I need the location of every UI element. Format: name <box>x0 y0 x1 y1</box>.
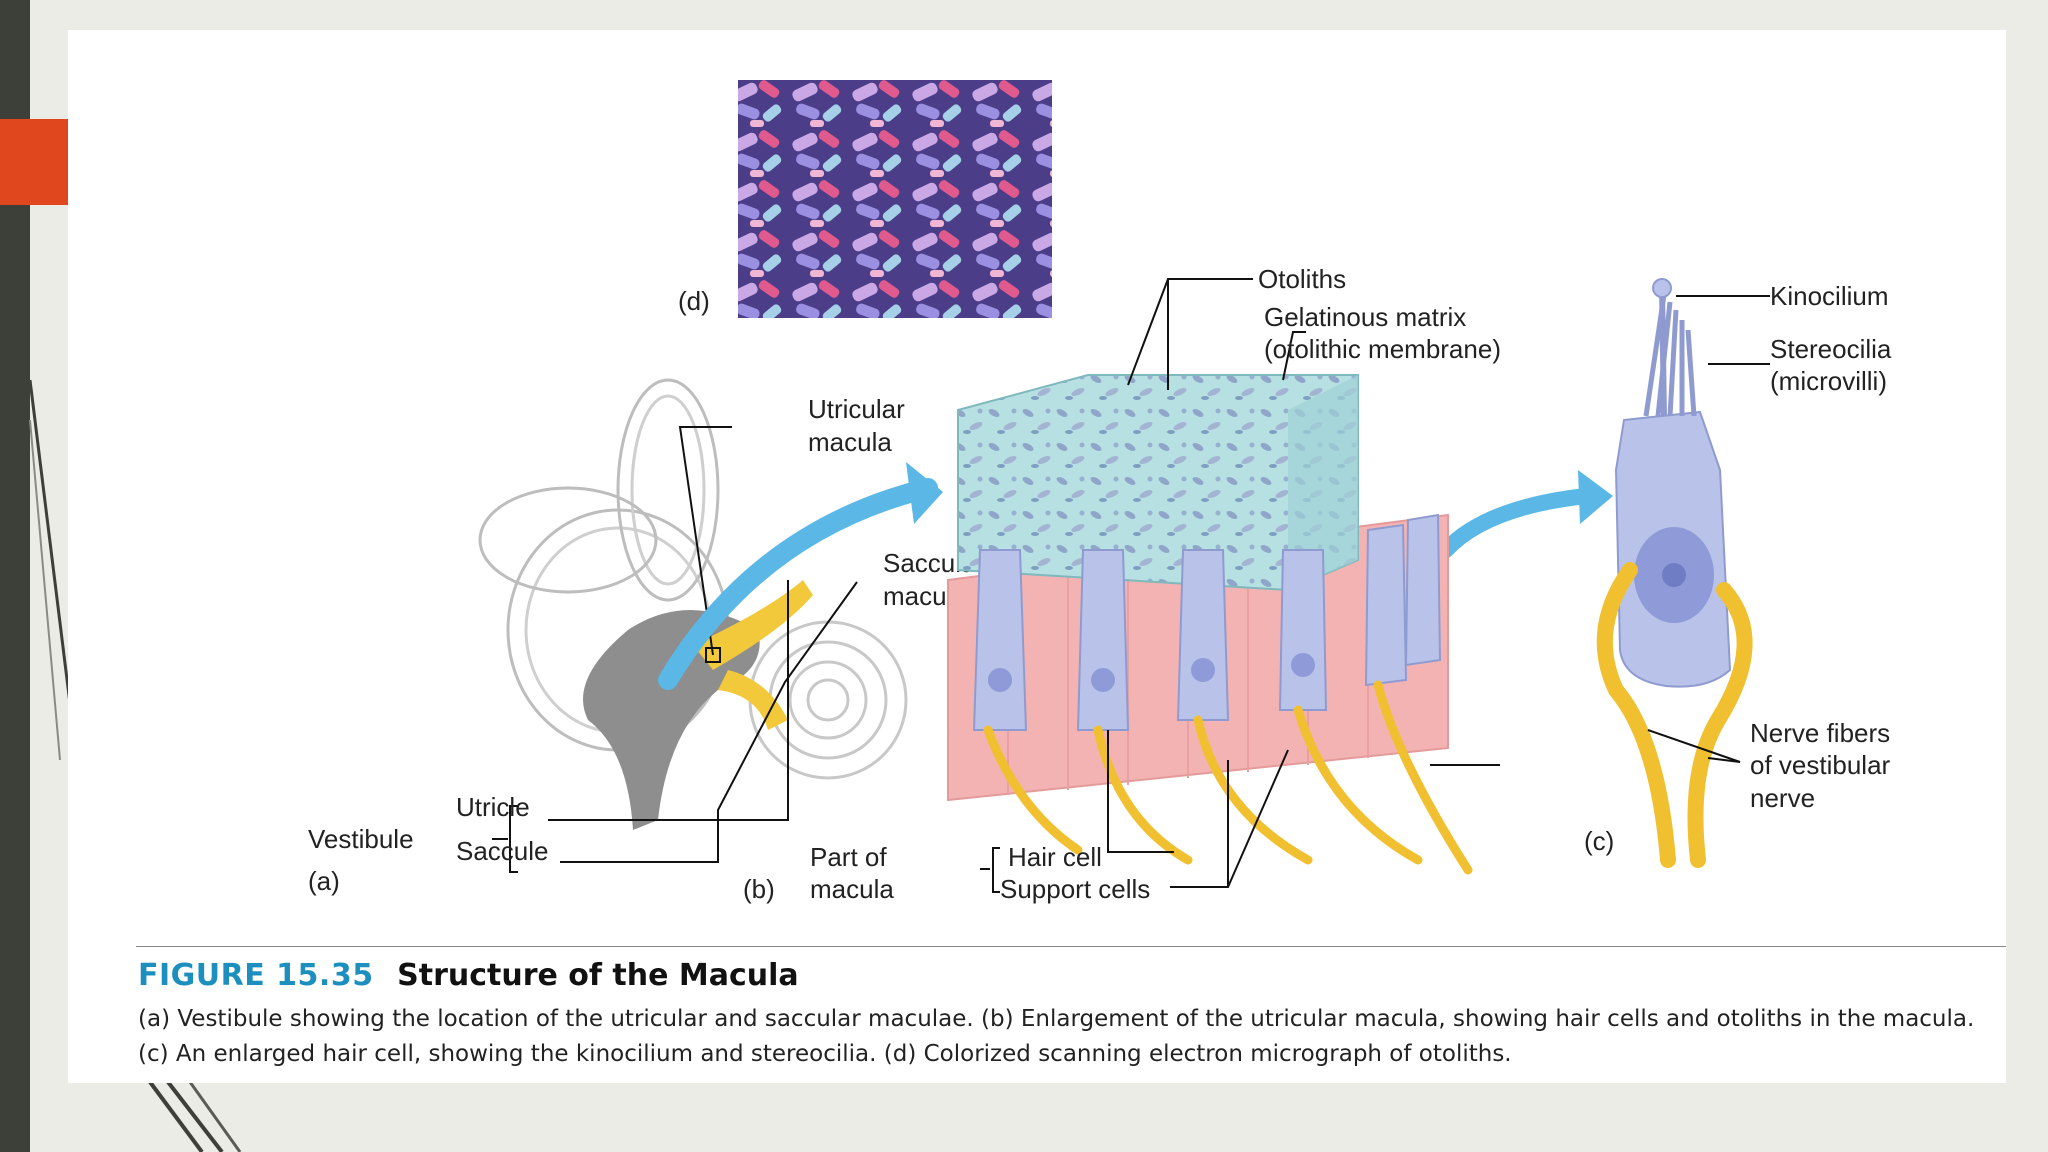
nerve-fibers-label-1: Nerve fibers <box>1750 718 1890 748</box>
panel-b-tag: (b) <box>743 874 775 904</box>
enlarge-arrow-a-to-b <box>658 478 938 690</box>
kinocilium-label: Kinocilium <box>1770 281 1889 311</box>
panel-b-leaders <box>980 278 1500 893</box>
part-of-macula-label-2: macula <box>810 874 894 904</box>
hair-cells <box>972 513 1442 731</box>
arrow-head-b-to-c <box>1578 470 1613 524</box>
kinocilium-tip <box>1652 278 1672 298</box>
nerve-fiber-right <box>1687 582 1753 868</box>
selection-box <box>705 647 721 663</box>
panel-c-tag: (c) <box>1584 826 1614 856</box>
part-of-macula-label-1: Part of <box>810 842 887 872</box>
utricle-label: Utricle <box>456 792 530 822</box>
panel-b: Otoliths Gelatinous matrix (otolithic me… <box>743 264 1501 904</box>
panel-c: Kinocilium Stereocilia (microvilli) Nerv… <box>1584 278 1892 868</box>
hair-cell-label: Hair cell <box>1008 842 1102 872</box>
accent-block <box>0 119 68 205</box>
figure-title: Structure of the Macula <box>397 958 799 993</box>
stereocilia-label-2: (microvilli) <box>1770 366 1887 396</box>
gelatinous-matrix-label-2: (otolithic membrane) <box>1264 334 1501 364</box>
macula-figure: (d) Utricular macula Saccular m <box>308 80 1892 904</box>
nerve-fibers-b <box>983 680 1473 875</box>
nucleolus <box>1662 563 1686 587</box>
caption-rule <box>136 946 2006 947</box>
gelatinous-matrix-label-1: Gelatinous matrix <box>1264 302 1466 332</box>
saccular-macula-shape <box>693 580 813 670</box>
panel-c-leaders <box>1647 295 1770 763</box>
caption-line-1: (a) Vestibule showing the location of th… <box>138 1006 1975 1032</box>
figure-heading: FIGURE 15.35 Structure of the Macula <box>138 958 799 993</box>
otolith-micrograph <box>738 80 1052 318</box>
otoliths-label: Otoliths <box>1258 264 1346 294</box>
arrow-head-a-to-b <box>906 462 943 524</box>
decorative-lines <box>28 379 242 1152</box>
nerve-fiber-left <box>1596 562 1676 868</box>
support-cells-label: Support cells <box>1000 874 1150 904</box>
vestibule-label: Vestibule <box>308 824 414 854</box>
nerve-fibers-label-2: of vestibular <box>1750 750 1891 780</box>
utricular-macula-label-1: Utricular <box>808 394 905 424</box>
hair-cell-nuclei <box>988 653 1315 692</box>
figure-caption: (a) Vestibule showing the location of th… <box>138 1002 1998 1072</box>
enlarge-arrow-b-to-c <box>1438 487 1604 558</box>
nerve-fibers-label-3: nerve <box>1750 783 1815 813</box>
panel-a-leaders <box>492 426 858 873</box>
utricular-macula-label-2: macula <box>808 427 892 457</box>
panel-a: Utricular macula Saccular macula Vestibu… <box>308 378 984 896</box>
panel-d: (d) <box>678 80 1052 318</box>
matrix-side <box>1288 375 1358 590</box>
utricular-macula-shape <box>718 670 788 730</box>
figure-number: FIGURE 15.35 <box>138 958 374 993</box>
panel-d-tag: (d) <box>678 286 710 316</box>
panel-a-tag: (a) <box>308 866 340 896</box>
stereocilia-bundle <box>1643 294 1697 417</box>
saccule-label: Saccule <box>456 836 549 866</box>
stereocilia-label-1: Stereocilia <box>1770 334 1892 364</box>
kinocilium <box>1659 287 1667 417</box>
slide-content: (d) Utricular macula Saccular m <box>68 30 2006 1083</box>
caption-line-2: (c) An enlarged hair cell, showing the k… <box>138 1041 1512 1067</box>
